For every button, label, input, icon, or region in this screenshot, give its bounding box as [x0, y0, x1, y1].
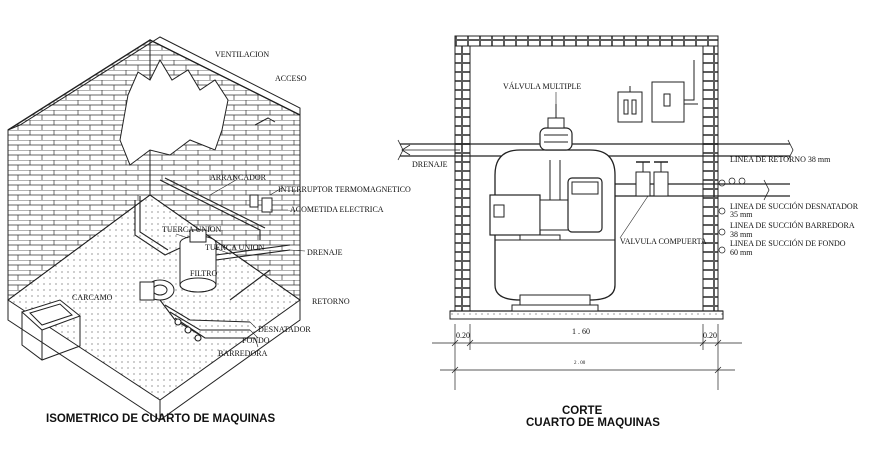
label-linea-retorno: LINEA DE RETORNO 38 mm	[730, 155, 831, 164]
dim-total: 2 . 00	[574, 361, 586, 366]
iso-ventilation-opening	[119, 58, 229, 166]
label-filtro: FILTRO	[190, 269, 217, 278]
section-multiport-valve	[539, 104, 573, 151]
pipe-section-symbols	[718, 177, 746, 254]
label-carcamo: CARCAMO	[72, 293, 113, 302]
label-succion-desnatador: LINEA DE SUCCIÓN DESNATADOR	[730, 201, 859, 211]
label-succion-barredora: LINEA DE SUCCIÓN BARREDORA	[730, 220, 855, 230]
label-tuerca-union-1: TUERCA UNION	[162, 225, 222, 234]
section-labels: VÁLVULA MULTIPLE DRENAJE LINEA DE RETORN…	[412, 81, 859, 257]
label-acometida: ACOMETIDA ELECTRICA	[290, 205, 384, 214]
section-title-line1: CORTE	[562, 405, 603, 417]
section-title-line2: CUARTO DE MAQUINAS	[526, 417, 660, 429]
iso-starter-box	[249, 194, 259, 208]
dimension-labels: 0.20 1 . 60 0.20 2 . 00	[456, 327, 717, 366]
label-drenaje: DRENAJE	[307, 248, 343, 257]
section-floor-slab	[449, 310, 724, 320]
dim-middle: 1 . 60	[572, 327, 590, 336]
iso-pump	[139, 279, 175, 301]
label-interruptor: INTERRUPTOR TERMOMAGNETICO	[278, 185, 411, 194]
section-electric-panel	[617, 60, 698, 123]
label-succion-desnatador-mm: 35 mm	[730, 210, 753, 219]
carcamo-pit	[21, 299, 82, 361]
dim-left: 0.20	[456, 331, 470, 340]
label-retorno: RETORNO	[312, 297, 350, 306]
label-ventilacion: VENTILACION	[215, 50, 269, 59]
section-pump	[489, 160, 603, 241]
section-drawing	[397, 35, 794, 390]
label-drenaje-section: DRENAJE	[412, 160, 448, 169]
section-left-wall	[454, 45, 471, 312]
label-acceso: ACCESO	[275, 74, 307, 83]
label-desnatador: DESNATADOR	[258, 325, 311, 334]
label-arrancador: ARRANCADOR	[210, 173, 267, 182]
iso-piping	[134, 177, 291, 342]
label-valvula-multiple: VÁLVULA MULTIPLE	[503, 81, 581, 91]
iso-labels: VENTILACION ACCESO ARRANCADOR INTERRUPTO…	[72, 50, 411, 358]
label-fondo: FONDO	[242, 336, 270, 345]
section-top-slab	[454, 35, 719, 47]
iso-title: ISOMETRICO DE CUARTO DE MAQUINAS	[46, 413, 275, 425]
label-succion-fondo-mm: 60 mm	[730, 248, 753, 257]
section-right-wall	[702, 45, 719, 312]
dim-right: 0.20	[703, 331, 717, 340]
isometric-drawing	[7, 36, 306, 421]
label-succion-barredora-mm: 38 mm	[730, 230, 753, 239]
iso-breaker-box	[261, 197, 273, 213]
section-gate-valves	[635, 161, 669, 197]
label-barredora: BARREDORA	[218, 349, 268, 358]
label-succion-fondo: LINEA DE SUCCIÓN DE FONDO	[730, 238, 846, 248]
iso-filter-tank	[179, 229, 217, 293]
label-tuerca-union-2: TUERCA UNION	[205, 243, 265, 252]
label-valvula-compuerta: VALVULA COMPUERTA	[620, 237, 707, 246]
dimension-lines	[432, 324, 742, 390]
